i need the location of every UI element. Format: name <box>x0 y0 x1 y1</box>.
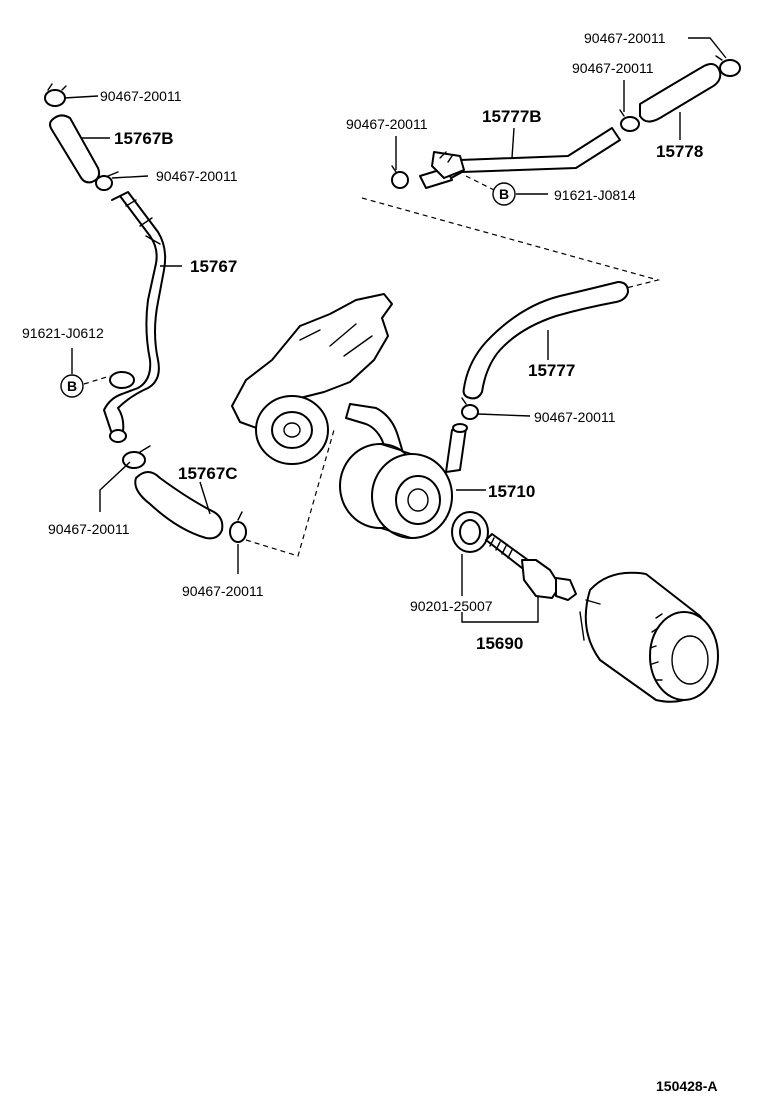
label-bolt-91621-j0814: 91621-J0814 <box>554 187 636 203</box>
label-bolt-91621-j0612: 91621-J0612 <box>22 325 104 341</box>
label-pipe-15777b: 15777B <box>482 107 542 126</box>
clamp-bottom-left <box>229 511 247 543</box>
label-clamp-mid-left: 90467-20011 <box>48 521 130 537</box>
pipe-15767 <box>103 191 167 441</box>
ref-b-left-label: B <box>67 378 77 394</box>
label-pipe-15767: 15767 <box>190 257 237 276</box>
clamp-top-center <box>391 165 409 189</box>
label-clamp-right-2: 90467-20011 <box>572 60 654 76</box>
pipe-15777b <box>441 127 621 183</box>
ref-b-left-circle <box>60 374 84 398</box>
label-hose-15778: 15778 <box>656 142 703 161</box>
label-gasket-90201: 90201-25007 <box>410 598 493 614</box>
oil-cooler-15710 <box>339 403 468 539</box>
clamp-right-2 <box>619 109 640 132</box>
oil-filter <box>579 571 719 703</box>
engine-block <box>231 293 393 465</box>
label-clamp-upper-left: 90467-20011 <box>156 168 238 184</box>
label-hose-15767c: 15767C <box>178 464 238 483</box>
clamp-top-right <box>715 55 741 77</box>
hose-15778 <box>639 63 722 123</box>
label-clamp-top-center: 90467-20011 <box>346 116 428 132</box>
clamp-top-left <box>44 83 67 107</box>
label-clamp-bottom-left: 90467-20011 <box>182 583 264 599</box>
label-oil-cooler-15710: 15710 <box>488 482 535 501</box>
hose-15767b <box>49 114 101 184</box>
label-clamp-top-right: 90467-20011 <box>584 30 666 46</box>
union-bolt-15690 <box>485 533 577 601</box>
label-hose-15777: 15777 <box>528 361 575 380</box>
label-clamp-top-left: 90467-20011 <box>100 88 182 104</box>
hose-15777 <box>462 281 629 400</box>
label-clamp-cooler: 90467-20011 <box>534 409 616 425</box>
ref-b-right-label: B <box>499 186 509 202</box>
gasket-90201 <box>451 511 489 553</box>
clamp-upper-left <box>95 171 119 191</box>
label-hose-15767b: 15767B <box>114 129 174 148</box>
figure-number: 150428-A <box>656 1078 718 1094</box>
clamp-cooler <box>461 397 479 420</box>
hose-15767c <box>134 471 224 540</box>
label-union-15690: 15690 <box>476 634 523 653</box>
ref-b-right-circle <box>492 182 516 206</box>
